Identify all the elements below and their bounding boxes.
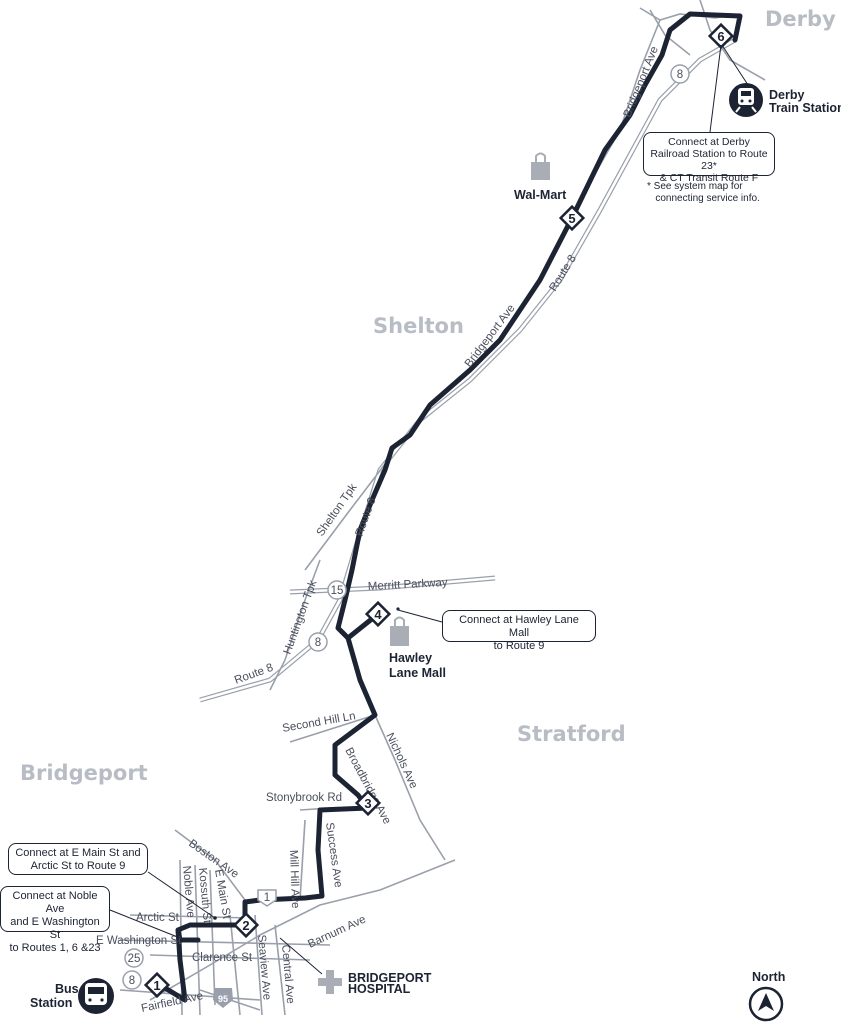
- svg-text:15: 15: [331, 585, 344, 597]
- svg-text:8: 8: [129, 975, 135, 987]
- street-stonybrook-rd: Stonybrook Rd: [266, 792, 342, 804]
- route-shield-us1: 1: [257, 889, 277, 907]
- svg-text:8: 8: [315, 637, 321, 649]
- street-arctic-st: Arctic St: [136, 912, 180, 924]
- street-kossuth-st: Kossuth St: [196, 867, 213, 924]
- street-success-ave: Success Ave: [323, 822, 344, 889]
- street-seaview-ave: Seaview Ave: [255, 934, 273, 1000]
- bus-route-line: [157, 11, 743, 1003]
- bus-station-label-line1: Bus: [55, 982, 79, 996]
- callout-emain-connection: Connect at E Main St and Arctic St to Ro…: [8, 843, 148, 875]
- shopping-bag-icon-walmart: [531, 152, 550, 180]
- leader-lines: [109, 44, 749, 975]
- callout-derby-line2: Railroad Station to Route 23*: [650, 148, 768, 172]
- stop-3[interactable]: 3: [354, 789, 382, 817]
- street-mill-hill-ave: Mill Hill Ave: [287, 850, 301, 909]
- hospital-label-line1: BRIDGEPORT: [348, 971, 432, 985]
- town-shelton: Shelton: [373, 314, 464, 338]
- town-stratford: Stratford: [517, 722, 626, 746]
- callout-noble-line2: and E Washington St: [10, 916, 100, 941]
- callout-derby-note: * See system map for connecting service …: [647, 181, 760, 204]
- callout-emain-line2: Arctic St to Route 9: [30, 860, 126, 872]
- shopping-bag-icon-hawley: [390, 616, 409, 646]
- stop-1[interactable]: 1: [143, 971, 171, 999]
- hawley-label-line1: Hawley: [389, 651, 432, 665]
- town-derby: Derby: [765, 7, 836, 31]
- svg-text:25: 25: [128, 953, 141, 965]
- callout-hawley-line1: Connect at Hawley Lane Mall: [459, 614, 579, 639]
- north-arrow-icon: [748, 986, 784, 1022]
- street-central-ave: Central Ave: [279, 944, 296, 1004]
- svg-text:1: 1: [153, 978, 160, 993]
- stop-5[interactable]: 5: [558, 204, 586, 232]
- route-shield-15: 15: [327, 580, 347, 600]
- walmart-label: Wal-Mart: [514, 188, 567, 202]
- route-shield-8-derby: 8: [670, 64, 690, 84]
- street-shelton-tpk: Shelton Tpk: [315, 482, 360, 539]
- svg-text:2: 2: [242, 918, 249, 933]
- svg-text:4: 4: [374, 607, 382, 622]
- svg-text:8: 8: [677, 69, 683, 81]
- street-barnum-ave: Barnum Ave: [306, 913, 368, 950]
- hospital-label-line2: HOSPITAL: [348, 982, 411, 996]
- callout-derby-line3: & CT Transit Route F: [659, 172, 759, 184]
- street-noble-ave: Noble Ave: [180, 865, 197, 918]
- svg-text:5: 5: [568, 211, 575, 226]
- interstate-shield-95: 95: [213, 988, 233, 1008]
- street-second-hill-ln: Second Hill Ln: [281, 710, 356, 735]
- callout-noble-connection: Connect at Noble Ave and E Washington St…: [0, 886, 110, 954]
- street-nichols-ave: Nichols Ave: [383, 731, 419, 790]
- route-shield-8-south: 8: [122, 970, 142, 990]
- svg-text:6: 6: [717, 29, 724, 44]
- callout-emain-line1: Connect at E Main St and: [15, 847, 141, 859]
- callout-derby-line1: Connect at Derby: [668, 136, 750, 148]
- street-clarence-st: Clarence St: [192, 952, 253, 964]
- callout-hawley-connection: Connect at Hawley Lane Mall to Route 9: [442, 610, 596, 652]
- derby-station-label-line2: Train Station: [769, 101, 841, 115]
- bus-icon[interactable]: [78, 978, 114, 1014]
- svg-text:1: 1: [264, 892, 270, 904]
- town-bridgeport: Bridgeport: [20, 761, 148, 785]
- north-label: North: [752, 970, 785, 984]
- stop-4[interactable]: 4: [364, 600, 392, 628]
- street-e-washington-st: E Washington St: [96, 935, 182, 947]
- callout-derby-connection: Connect at Derby Railroad Station to Rou…: [643, 132, 775, 184]
- callout-noble-line3: to Routes 1, 6 &23: [9, 942, 101, 954]
- derby-station-label-line1: Derby: [769, 88, 804, 102]
- svg-text:95: 95: [218, 994, 228, 1004]
- train-icon[interactable]: [729, 83, 763, 117]
- stop-6[interactable]: 6: [707, 22, 735, 50]
- callout-hawley-line2: to Route 9: [493, 640, 545, 652]
- street-route8-mid: Route 8: [354, 496, 379, 538]
- route-shield-8-hawley: 8: [308, 632, 328, 652]
- street-merritt-parkway: Merritt Parkway: [368, 577, 449, 593]
- callout-noble-line1: Connect at Noble Ave: [12, 890, 98, 915]
- bus-station-label-line2: Station: [30, 996, 72, 1010]
- hospital-icon: [318, 970, 342, 994]
- svg-text:3: 3: [364, 796, 371, 811]
- route-shield-25: 25: [124, 948, 144, 968]
- hawley-label-line2: Lane Mall: [389, 666, 446, 680]
- stop-2[interactable]: 2: [232, 911, 260, 939]
